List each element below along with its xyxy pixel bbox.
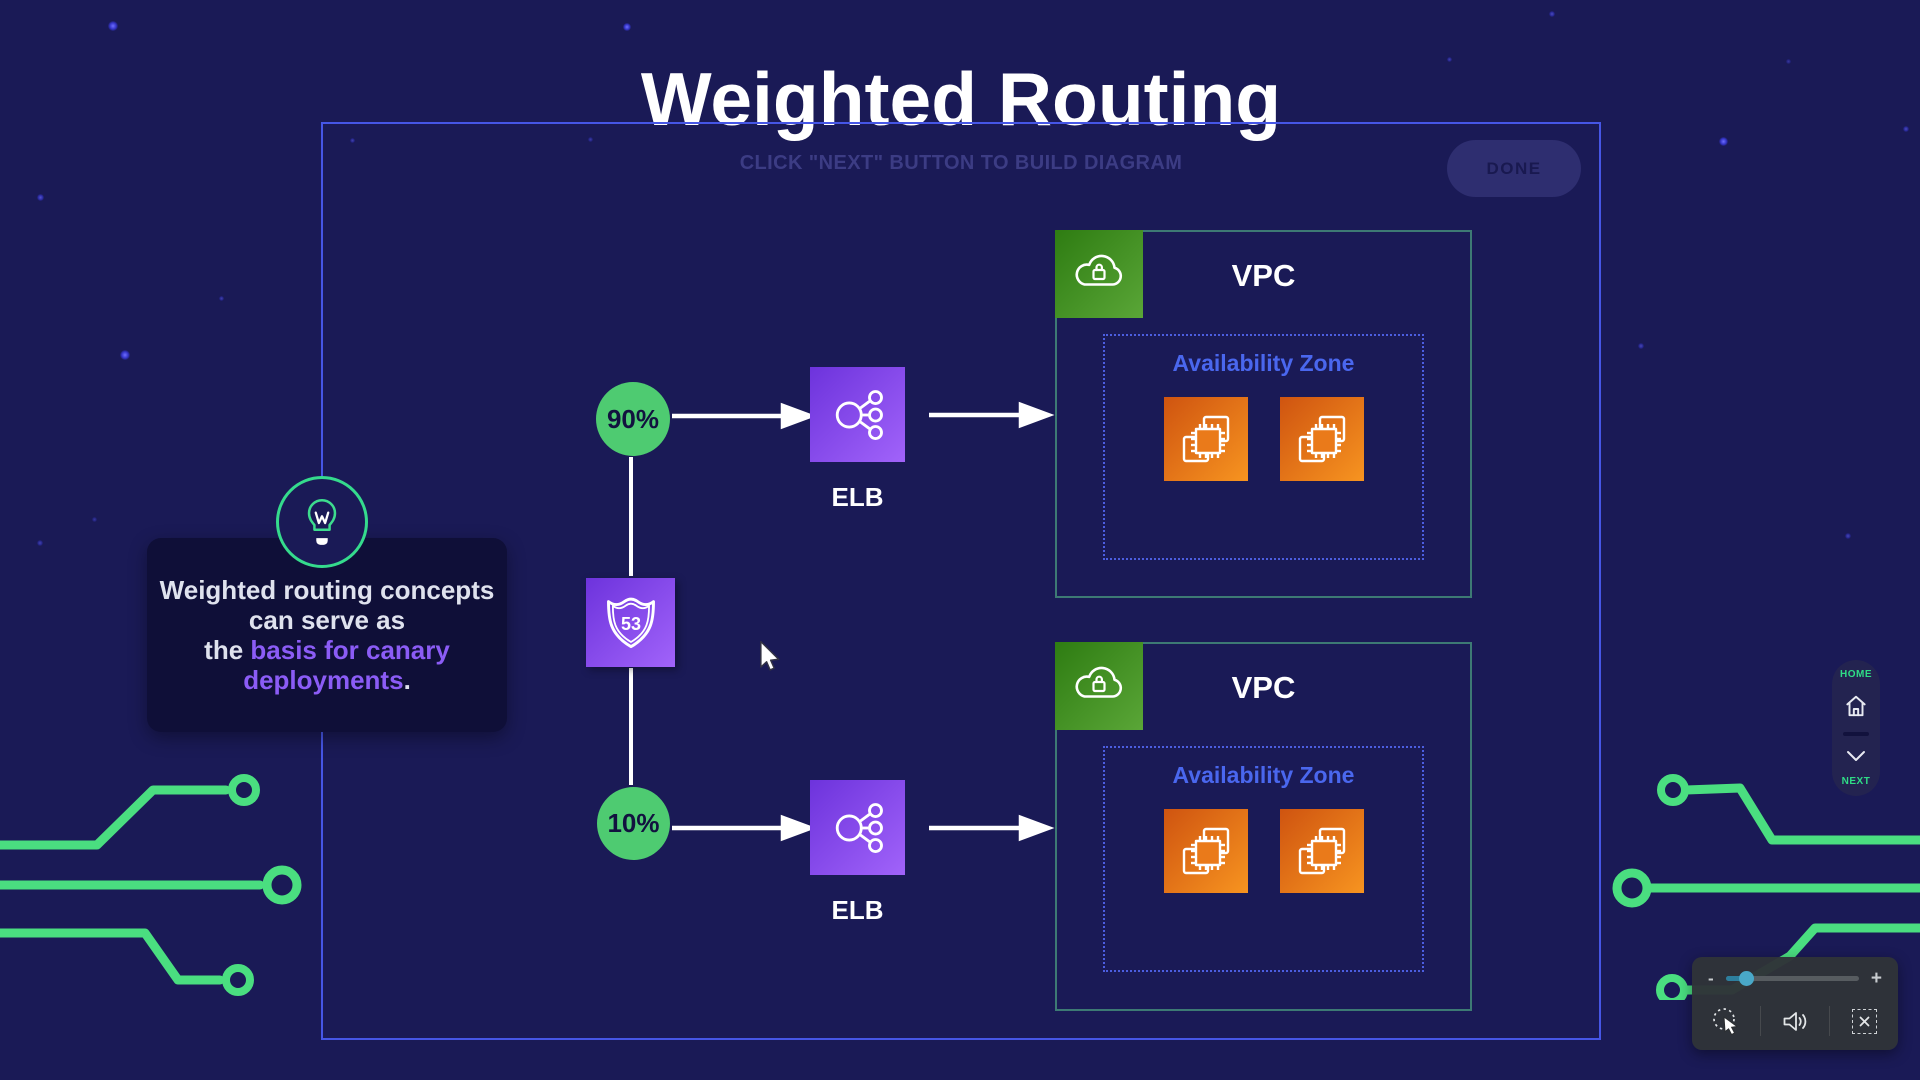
star-dot — [1786, 59, 1791, 64]
star-dot — [219, 296, 224, 301]
volume-slider-fill — [1725, 976, 1746, 981]
pointer-highlight-icon — [1713, 1008, 1739, 1036]
star-dot — [1903, 126, 1909, 132]
star-dot — [92, 517, 97, 522]
done-button[interactable]: DONE — [1447, 140, 1581, 197]
player-buttons-row — [1692, 992, 1898, 1050]
elb-top-group: ELB — [810, 367, 905, 513]
route53-number: 53 — [620, 613, 640, 633]
elb-bottom-group: ELB — [810, 780, 905, 926]
availability-zone-label: Availability Zone — [1172, 350, 1355, 376]
pointer-highlight-button[interactable] — [1692, 999, 1760, 1043]
lightbulb-badge — [276, 476, 368, 568]
weight-10-badge: 10% — [597, 787, 670, 860]
vpc-top-box: VPC Availability Zone — [1055, 230, 1472, 598]
vpc-title: VPC — [1231, 258, 1296, 293]
home-button[interactable]: HOME — [1840, 669, 1872, 680]
chevron-down-icon[interactable] — [1844, 750, 1868, 762]
star-dot — [1719, 137, 1728, 146]
star-dot — [1549, 11, 1555, 17]
elb-icon — [810, 780, 905, 875]
player-divider — [1760, 1006, 1761, 1036]
star-dot — [108, 21, 118, 31]
dismiss-box-icon — [1851, 1008, 1877, 1034]
tip-card: Weighted routing concepts can serve as t… — [147, 538, 507, 732]
page-title: Weighted Routing — [640, 57, 1282, 142]
tip-line: the basis for canary — [204, 635, 450, 665]
star-dot — [623, 23, 631, 31]
lightbulb-icon — [307, 498, 337, 545]
ec2-row — [1105, 397, 1422, 481]
weight-10-value: 10% — [607, 808, 660, 838]
home-icon[interactable] — [1843, 694, 1869, 718]
slider-row: - + — [1692, 957, 1898, 988]
speaker-icon — [1783, 1011, 1806, 1031]
nav-divider — [1843, 732, 1869, 736]
availability-zone-box: Availability Zone — [1103, 746, 1424, 972]
availability-zone-box: Availability Zone — [1103, 334, 1424, 560]
elb-label: ELB — [831, 482, 884, 512]
ec2-instance-icon — [1279, 809, 1364, 893]
slider-thumb[interactable] — [1738, 971, 1754, 986]
weight-90-value: 90% — [606, 403, 660, 434]
route53-shield-icon: 53 — [606, 597, 655, 648]
player-control-bar: - + — [1692, 957, 1898, 1050]
sound-button[interactable] — [1761, 999, 1829, 1043]
ec2-instance-icon — [1163, 809, 1248, 893]
player-divider — [1829, 1006, 1830, 1036]
slider-plus-button[interactable]: + — [1870, 968, 1882, 989]
player-slider[interactable] — [1725, 971, 1859, 986]
mouse-cursor — [760, 641, 780, 671]
weight-90-badge: 90% — [596, 382, 670, 456]
star-dot — [120, 350, 130, 360]
availability-zone-label: Availability Zone — [1172, 762, 1355, 788]
diagram-canvas: CLICK "NEXT" BUTTON TO BUILD DIAGRAM DON… — [321, 122, 1601, 1040]
lesson-side-nav: HOME NEXT — [1832, 660, 1880, 796]
star-dot — [1845, 533, 1851, 539]
ec2-instance-icon — [1163, 397, 1248, 481]
next-button[interactable]: NEXT — [1841, 776, 1871, 787]
vpc-cloud-lock-icon — [1055, 642, 1143, 730]
dismiss-button[interactable] — [1830, 999, 1898, 1043]
build-instruction: CLICK "NEXT" BUTTON TO BUILD DIAGRAM — [739, 152, 1183, 174]
star-dot — [37, 540, 43, 546]
route53-icon: 53 — [586, 578, 675, 667]
ec2-instance-icon — [1279, 397, 1364, 481]
tip-line: Weighted routing concepts — [159, 575, 495, 605]
star-dot — [37, 194, 44, 201]
tip-line: can serve as — [248, 605, 406, 635]
elb-label: ELB — [831, 895, 884, 925]
vpc-bottom-box: VPC Availability Zone — [1055, 642, 1472, 1011]
tip-line: deployments. — [243, 665, 411, 695]
slider-minus-button[interactable]: - — [1708, 969, 1714, 988]
elb-icon — [810, 367, 905, 462]
vpc-title: VPC — [1231, 670, 1296, 705]
star-dot — [1638, 343, 1644, 349]
ec2-row — [1105, 809, 1422, 893]
vpc-cloud-lock-icon — [1055, 230, 1143, 318]
circuit-decoration-left — [0, 774, 302, 996]
